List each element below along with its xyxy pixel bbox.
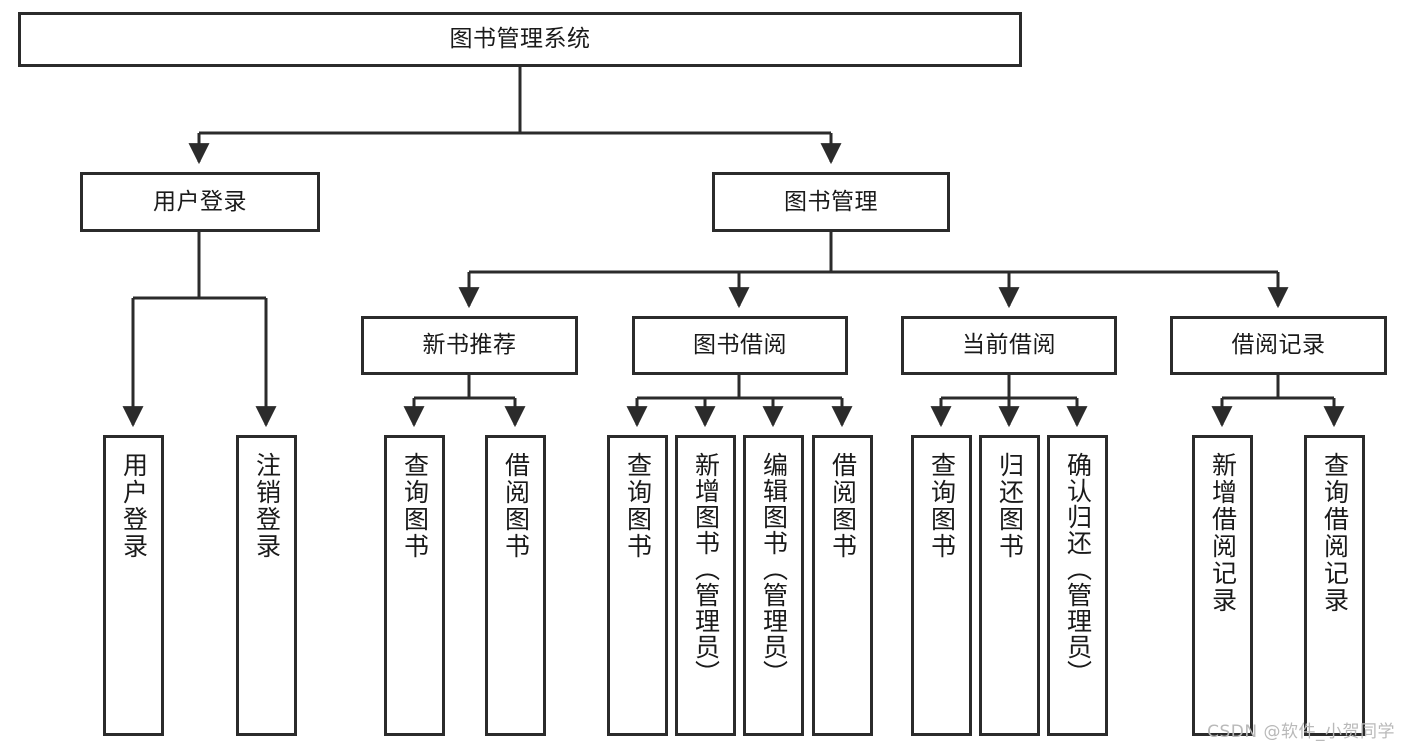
node-label: 图书管理 (784, 188, 878, 215)
node-label: 查询图书 (400, 452, 430, 560)
leaf-borrow-add-book-admin[interactable]: 新增图书（管理员） (675, 435, 736, 736)
node-current-borrow[interactable]: 当前借阅 (901, 316, 1117, 375)
node-user-login[interactable]: 用户登录 (80, 172, 320, 232)
watermark-text: CSDN @软件_小贺同学 (1207, 722, 1395, 742)
node-label: 借阅图书 (501, 452, 531, 560)
node-label: 查询图书 (927, 452, 957, 560)
leaf-current-query-book[interactable]: 查询图书 (911, 435, 972, 736)
node-label: 当前借阅 (962, 332, 1056, 359)
node-label: 确认归还（管理员） (1063, 452, 1093, 686)
node-label: 借阅图书 (828, 452, 858, 560)
leaf-recommend-query-book[interactable]: 查询图书 (384, 435, 445, 736)
node-label: 用户登录 (153, 188, 247, 215)
node-root-system[interactable]: 图书管理系统 (18, 12, 1022, 67)
leaf-current-confirm-return-admin[interactable]: 确认归还（管理员） (1047, 435, 1108, 736)
node-book-management[interactable]: 图书管理 (712, 172, 950, 232)
node-label: 图书管理系统 (449, 26, 591, 53)
leaf-recommend-borrow-book[interactable]: 借阅图书 (485, 435, 546, 736)
leaf-current-return-book[interactable]: 归还图书 (979, 435, 1040, 736)
leaf-record-add-record[interactable]: 新增借阅记录 (1192, 435, 1253, 736)
node-label: 新增图书（管理员） (691, 452, 721, 686)
node-label: 查询图书 (623, 452, 653, 560)
node-label: 新书推荐 (422, 332, 517, 359)
leaf-record-query-record[interactable]: 查询借阅记录 (1304, 435, 1365, 736)
node-label: 注销登录 (252, 452, 282, 560)
node-label: 借阅记录 (1231, 332, 1326, 359)
leaf-user-login[interactable]: 用户登录 (103, 435, 164, 736)
leaf-borrow-borrow-book[interactable]: 借阅图书 (812, 435, 873, 736)
leaf-user-logout[interactable]: 注销登录 (236, 435, 297, 736)
node-book-borrow[interactable]: 图书借阅 (632, 316, 848, 375)
node-label: 查询借阅记录 (1320, 452, 1350, 614)
node-new-book-recommend[interactable]: 新书推荐 (361, 316, 578, 375)
node-label: 新增借阅记录 (1208, 452, 1238, 614)
node-label: 用户登录 (119, 452, 149, 560)
node-borrow-record[interactable]: 借阅记录 (1170, 316, 1387, 375)
node-label: 编辑图书（管理员） (759, 452, 789, 686)
node-label: 图书借阅 (693, 332, 787, 359)
leaf-borrow-edit-book-admin[interactable]: 编辑图书（管理员） (743, 435, 804, 736)
leaf-borrow-query-book[interactable]: 查询图书 (607, 435, 668, 736)
node-label: 归还图书 (995, 452, 1025, 560)
